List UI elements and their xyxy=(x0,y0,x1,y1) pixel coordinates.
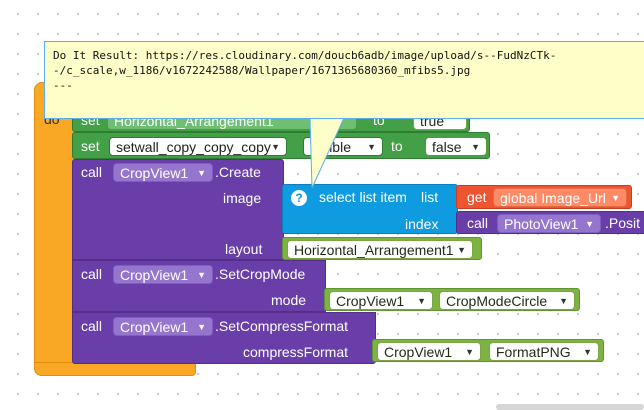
event-block[interactable] xyxy=(34,82,76,376)
compressformat-arg-label: compressFormat xyxy=(243,344,349,360)
triangle-down-icon: ▼ xyxy=(585,219,594,229)
call-label: call xyxy=(81,164,103,180)
question-mark-icon[interactable]: ? xyxy=(291,190,307,206)
triangle-down-icon: ▼ xyxy=(457,245,466,255)
method-label: .Create xyxy=(215,164,261,180)
compress-format-value-block[interactable]: CropView1▼ FormatPNG▼ xyxy=(372,339,604,362)
tooltip-line-3: --- xyxy=(53,79,73,92)
set-visible-block-2[interactable]: set setwall_copy_copy_copy▼ Visible▼ to … xyxy=(72,132,490,159)
to-label: to xyxy=(373,112,385,128)
triangle-down-icon: ▼ xyxy=(197,168,206,178)
event-block-bottom xyxy=(34,362,196,376)
do-it-result-tooltip: Do It Result: https://res.cloudinary.com… xyxy=(44,41,644,119)
cropview-setcropmode-block[interactable]: call CropView1▼ .SetCropMode mode xyxy=(72,260,326,312)
triangle-down-icon: ▼ xyxy=(559,296,568,306)
triangle-down-icon: ▼ xyxy=(583,347,592,357)
method-label: .SetCropMode xyxy=(215,266,306,282)
triangle-down-icon: ▼ xyxy=(271,142,280,152)
triangle-down-icon: ▼ xyxy=(611,193,620,203)
component-dropdown[interactable]: PhotoView1▼ xyxy=(497,214,601,233)
call-label: call xyxy=(81,318,103,334)
index-arg-label: index xyxy=(405,216,439,232)
triangle-down-icon: ▼ xyxy=(465,347,474,357)
triangle-down-icon: ▼ xyxy=(197,270,206,280)
layout-value-block[interactable]: Horizontal_Arrangement1▼ xyxy=(282,237,482,260)
to-label: to xyxy=(391,138,403,154)
option-dropdown[interactable]: CropModeCircle▼ xyxy=(439,291,575,310)
crop-mode-value-block[interactable]: CropView1▼ CropModeCircle▼ xyxy=(324,288,580,311)
triangle-down-icon: ▼ xyxy=(197,322,206,332)
call-label: call xyxy=(467,215,489,231)
select-list-item-label: select list item xyxy=(319,189,407,205)
mode-arg-label: mode xyxy=(271,292,307,308)
triangle-down-icon: ▼ xyxy=(367,142,376,152)
triangle-down-icon: ▼ xyxy=(471,142,480,152)
photoview-position-block[interactable]: call PhotoView1▼ .Posit xyxy=(456,211,644,234)
value-dropdown[interactable]: false▼ xyxy=(425,137,487,156)
component-dropdown[interactable]: CropView1▼ xyxy=(113,265,213,284)
tooltip-line-1: Do It Result: https://res.cloudinary.com… xyxy=(53,49,557,62)
list-arg-label: list xyxy=(421,189,439,205)
triangle-down-icon: ▼ xyxy=(417,296,426,306)
component-dropdown[interactable]: CropView1▼ xyxy=(329,291,433,310)
set-label: set xyxy=(81,138,100,154)
component-dropdown[interactable]: setwall_copy_copy_copy▼ xyxy=(109,137,287,156)
cropview-setcompressformat-block[interactable]: call CropView1▼ .SetCompressFormat compr… xyxy=(72,312,376,364)
horizontal-scrollbar[interactable] xyxy=(496,404,644,410)
layout-arg-label: layout xyxy=(225,241,263,257)
component-dropdown[interactable]: Horizontal_Arrangement1▼ xyxy=(287,240,473,259)
option-dropdown[interactable]: FormatPNG▼ xyxy=(489,342,599,361)
component-dropdown[interactable]: CropView1▼ xyxy=(113,317,213,336)
image-arg-label: image xyxy=(223,190,262,206)
variable-dropdown[interactable]: global Image_Url▼ xyxy=(493,188,627,207)
component-dropdown[interactable]: CropView1▼ xyxy=(377,342,481,361)
component-dropdown[interactable]: CropView1▼ xyxy=(113,163,213,182)
method-label: .SetCompressFormat xyxy=(215,318,349,334)
get-label: get xyxy=(467,189,487,205)
tooltip-line-2: -/c_scale,w_1186/v1672242588/Wallpaper/1… xyxy=(53,64,471,77)
cropview-create-block[interactable]: call CropView1▼ .Create image layout xyxy=(72,159,284,260)
tooltip-pointer xyxy=(309,116,345,189)
select-list-item-block[interactable]: ? select list item list index xyxy=(282,184,458,234)
call-label: call xyxy=(81,266,103,282)
method-label: .Posit xyxy=(605,215,641,231)
get-global-variable-block[interactable]: get global Image_Url▼ xyxy=(456,185,632,209)
